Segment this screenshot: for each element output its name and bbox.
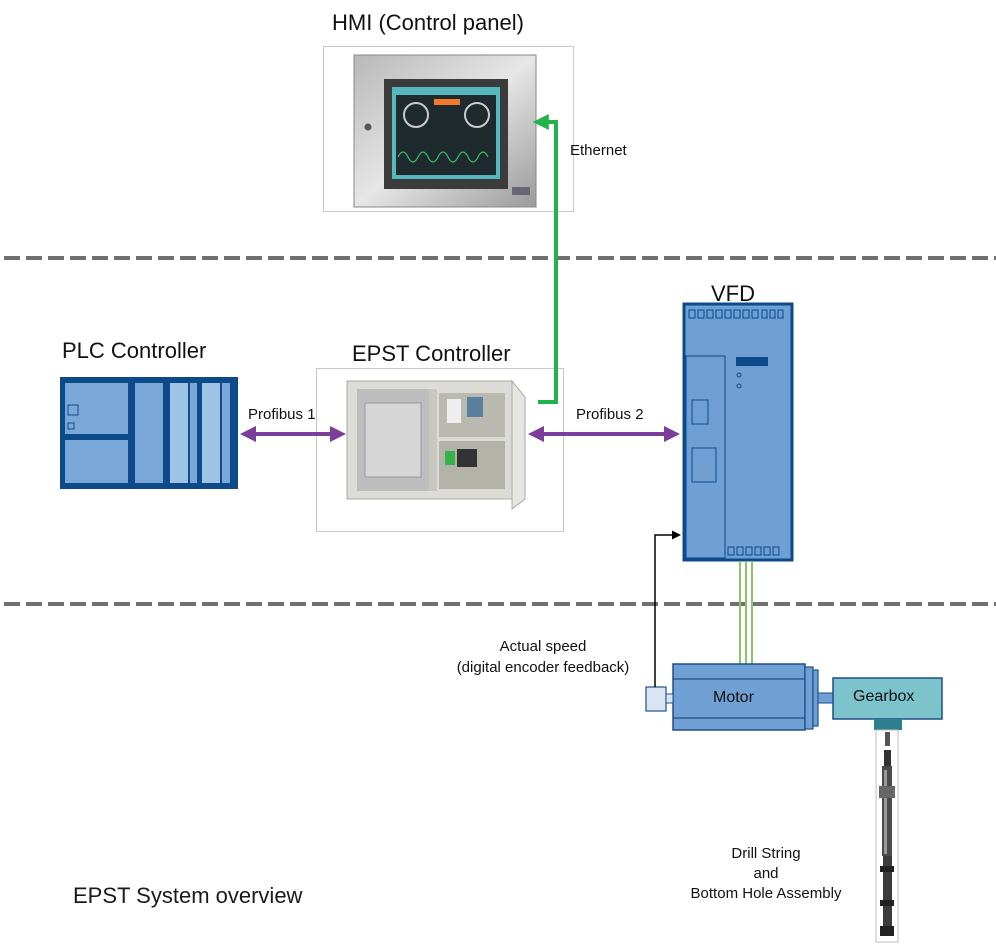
drill-label-line2: and <box>753 865 779 882</box>
hmi-frame <box>323 46 574 212</box>
epst-title: EPST Controller <box>352 341 511 366</box>
drill-label-line3: Bottom Hole Assembly <box>690 885 842 902</box>
drill-label: Drill String and Bottom Hole Assembly <box>672 844 860 904</box>
feedback-label-line1: Actual speed <box>499 638 587 655</box>
motor-label: Motor <box>713 689 754 706</box>
profibus2-label: Profibus 2 <box>576 406 644 423</box>
hmi-panel-icon <box>353 54 537 208</box>
diagram-title: EPST System overview <box>73 883 303 908</box>
hmi-title: HMI (Control panel) <box>332 10 524 35</box>
gearbox-label: Gearbox <box>853 688 915 705</box>
epst-cabinet-icon <box>346 379 526 511</box>
epst-frame <box>316 368 564 532</box>
plc-title: PLC Controller <box>62 338 207 363</box>
feedback-label: Actual speed (digital encoder feedback) <box>440 636 646 678</box>
vfd-title: VFD <box>711 281 755 306</box>
drill-label-line1: Drill String <box>731 845 801 862</box>
profibus1-label: Profibus 1 <box>248 406 316 423</box>
feedback-label-line2: (digital encoder feedback) <box>456 659 630 676</box>
ethernet-label: Ethernet <box>570 142 627 159</box>
